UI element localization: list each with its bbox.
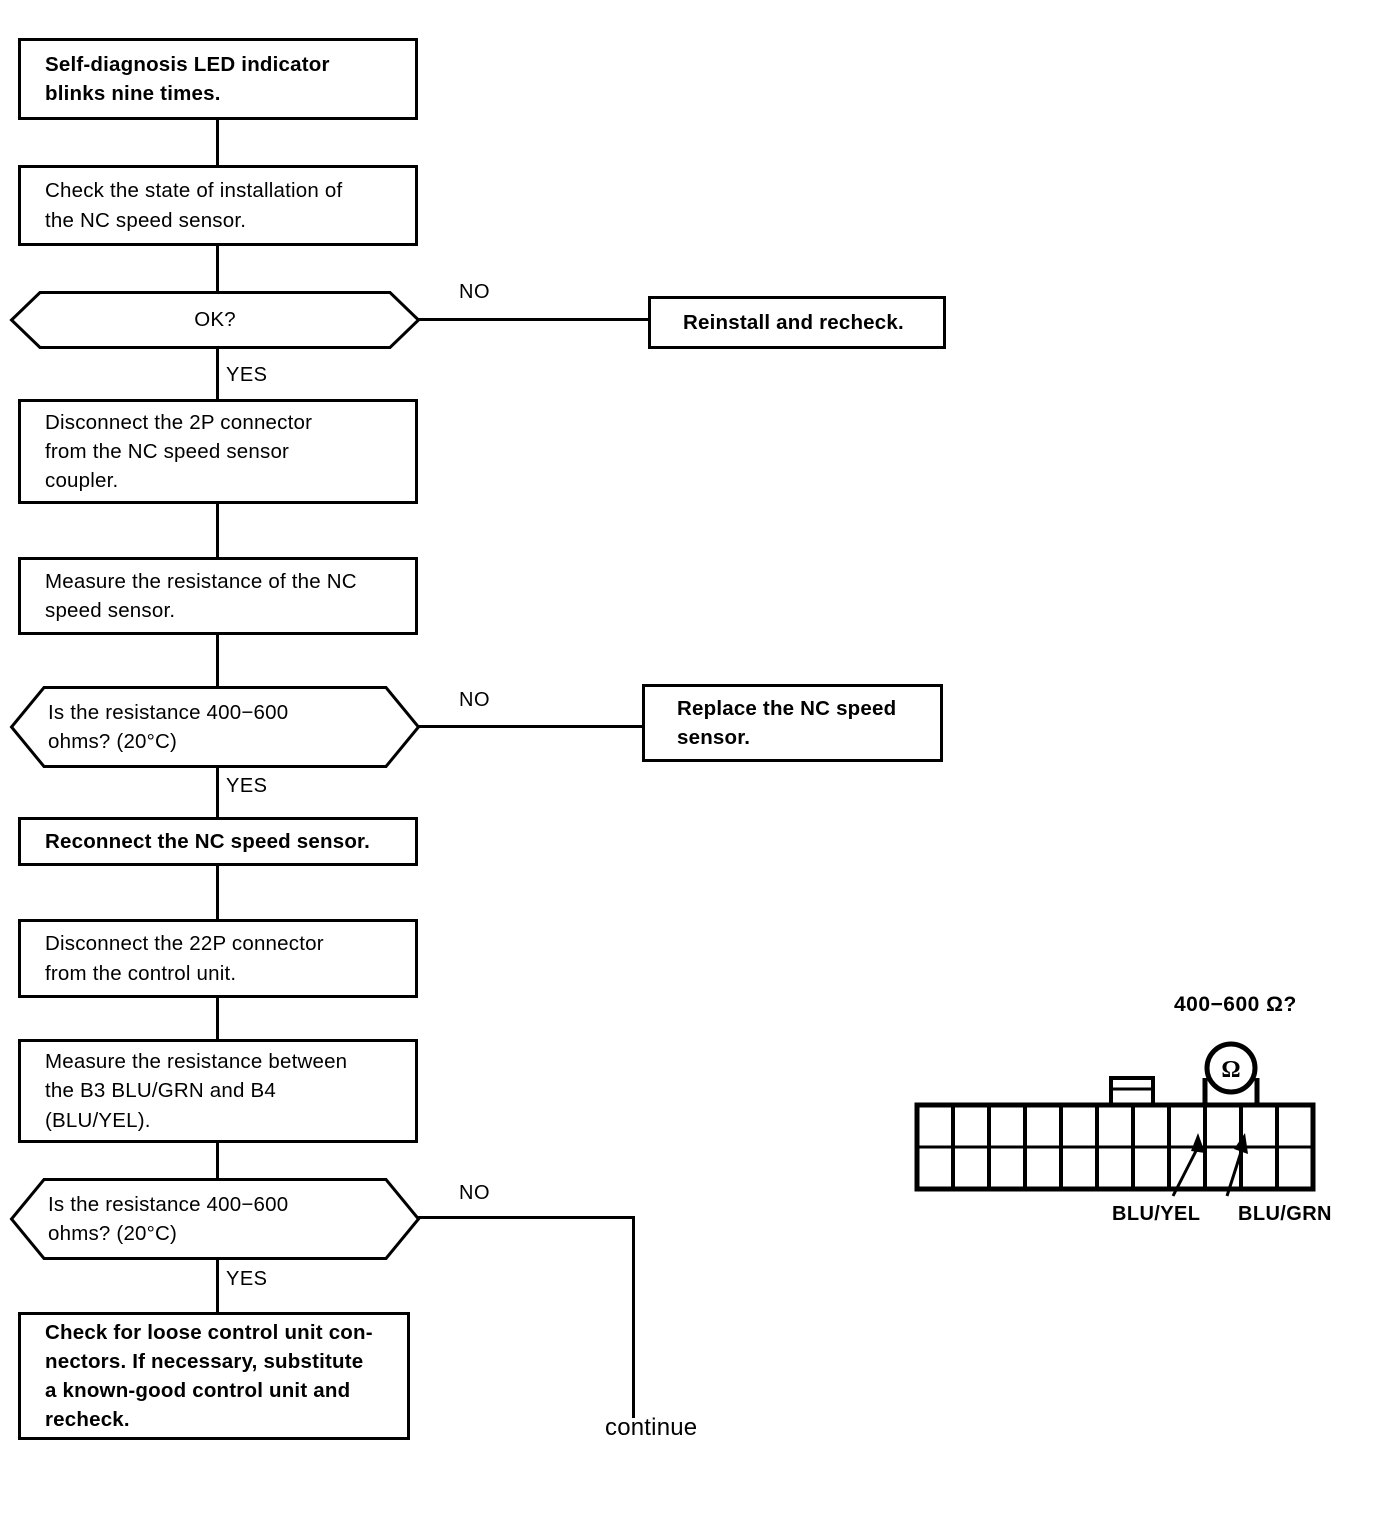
wire-label-blu-yel: BLU/YEL: [1112, 1203, 1201, 1225]
node-text: OK?: [194, 308, 236, 332]
node-reconnect-sensor: Reconnect the NC speed sensor.: [18, 817, 418, 866]
connector-start-to-check: [216, 118, 219, 166]
node-text: Replace the NC speed sensor.: [677, 696, 897, 749]
node-disconnect-2p: Disconnect the 2P connector from the NC …: [18, 399, 418, 504]
branch-label-yes-1: YES: [226, 364, 268, 386]
wire-label-blu-grn: BLU/GRN: [1238, 1203, 1332, 1225]
node-text: Reinstall and recheck.: [683, 310, 904, 334]
branch-label-yes-3: YES: [226, 1268, 268, 1290]
svg-text:Ω: Ω: [1221, 1057, 1240, 1083]
node-ok-decision: OK?: [9, 291, 421, 349]
node-self-diagnosis-led: Self-diagnosis LED indicator blinks nine…: [18, 38, 418, 120]
connector-illustration: Ω: [900, 1020, 1330, 1200]
connector-measure-between-to-decision2: [216, 1143, 219, 1180]
branch-yes-1-line: [216, 349, 219, 400]
node-reinstall-recheck: Reinstall and recheck.: [648, 296, 946, 349]
node-disconnect-22p: Disconnect the 22P connector from the co…: [18, 919, 418, 998]
node-measure-between-pins: Measure the resistance between the B3 BL…: [18, 1039, 418, 1143]
branch-no-3-line-vertical: [632, 1216, 635, 1418]
node-text: Measure the resistance of the NC speed s…: [45, 569, 357, 622]
connector-measure-to-decision1: [216, 635, 219, 687]
node-text: Is the resistance 400−600 ohms? (20°C): [48, 1192, 289, 1245]
branch-label-no-2: NO: [459, 689, 490, 711]
branch-no-3-line-horizontal: [418, 1216, 635, 1219]
connector-2p-to-measure: [216, 504, 219, 559]
node-text: Is the resistance 400−600 ohms? (20°C): [48, 700, 289, 753]
node-check-loose-connectors: Check for loose control unit con- nector…: [18, 1312, 410, 1440]
connector-22p-to-measure-between: [216, 998, 219, 1041]
node-text: Reconnect the NC speed sensor.: [45, 829, 370, 853]
node-text: Measure the resistance between the B3 BL…: [45, 1050, 348, 1132]
branch-yes-3-line: [216, 1260, 219, 1314]
branch-no-2-line: [418, 725, 646, 728]
node-resistance-decision-2: Is the resistance 400−600 ohms? (20°C): [9, 1178, 421, 1260]
node-text: Check for loose control unit con- nector…: [45, 1320, 373, 1432]
node-text: Check the state of installation of the N…: [45, 179, 343, 232]
branch-label-no-1: NO: [459, 281, 490, 303]
branch-no-1-line: [418, 318, 650, 321]
branch-label-yes-2: YES: [226, 775, 268, 797]
node-text: Disconnect the 2P connector from the NC …: [45, 410, 313, 493]
node-resistance-decision-1: Is the resistance 400−600 ohms? (20°C): [9, 686, 421, 768]
continue-label: continue: [605, 1414, 698, 1441]
connector-reconnect-to-22p: [216, 866, 219, 921]
branch-label-no-3: NO: [459, 1182, 490, 1204]
connector-check-to-ok: [216, 246, 219, 292]
node-text: Disconnect the 22P connector from the co…: [45, 932, 324, 985]
node-text: Self-diagnosis LED indicator blinks nine…: [45, 52, 330, 105]
node-measure-sensor-resistance: Measure the resistance of the NC speed s…: [18, 557, 418, 635]
node-replace-sensor: Replace the NC speed sensor.: [642, 684, 943, 762]
branch-yes-2-line: [216, 768, 219, 818]
ohmmeter-range-label: 400−600 Ω?: [1174, 993, 1297, 1016]
node-check-installation: Check the state of installation of the N…: [18, 165, 418, 246]
